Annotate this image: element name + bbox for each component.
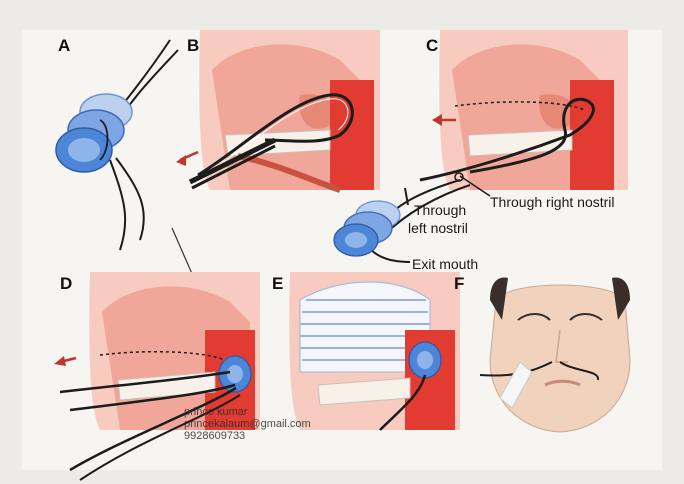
callout-exit-mouth: Exit mouth bbox=[412, 256, 478, 272]
panel-label-f: F bbox=[454, 274, 464, 294]
panel-label-d: D bbox=[60, 274, 72, 294]
callout-left-nostril: left nostril bbox=[408, 220, 468, 236]
callout-through-left-label: Through bbox=[414, 202, 466, 218]
watermark-name: prince kumar bbox=[184, 406, 311, 418]
watermark-phone: 9928609733 bbox=[184, 430, 311, 442]
callout-through-right-nostril: Through right nostril bbox=[490, 194, 615, 210]
panel-label-c: C bbox=[426, 36, 438, 56]
panel-label-e: E bbox=[272, 274, 283, 294]
panel-c-cavity bbox=[420, 30, 628, 190]
panel-label-b: B bbox=[187, 36, 199, 56]
watermark: prince kumar princekalaum@gmail.com 9928… bbox=[184, 406, 311, 442]
panel-label-a: A bbox=[58, 36, 70, 56]
panel-b-cavity bbox=[176, 30, 380, 190]
panel-e-cavity bbox=[289, 272, 460, 430]
panel-f-face bbox=[475, 272, 645, 432]
watermark-email: princekalaum@gmail.com bbox=[184, 418, 311, 430]
